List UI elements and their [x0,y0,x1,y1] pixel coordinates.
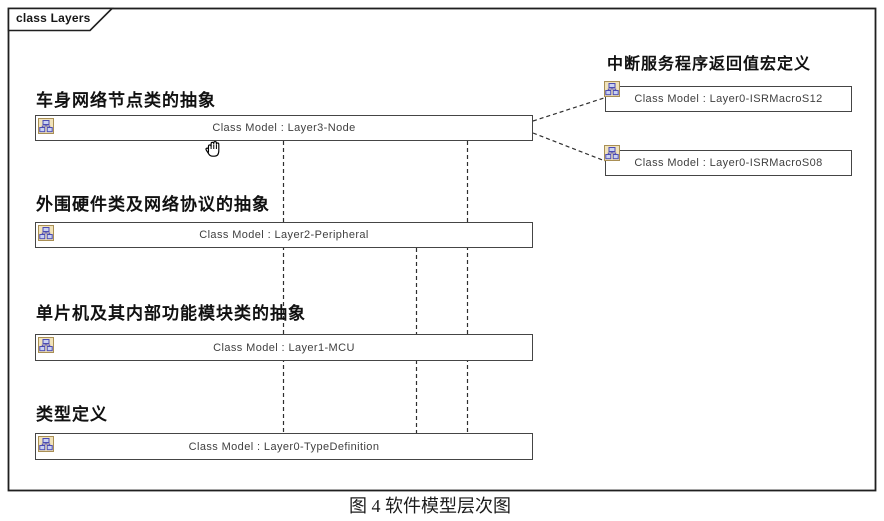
frame-tab [7,7,114,32]
class-box-layer3-node[interactable]: Class Model : Layer3-Node [35,115,533,141]
class-model-icon [38,225,54,241]
section-label-layer1: 单片机及其内部功能模块类的抽象 [36,304,306,323]
figure-caption: 图 4 软件模型层次图 [349,496,511,516]
class-box-layer0-typedefinition[interactable]: Class Model : Layer0-TypeDefinition [35,433,533,460]
class-box-label: Class Model : Layer2-Peripheral [199,229,369,241]
class-model-icon [38,118,54,134]
class-box-label: Class Model : Layer0-ISRMacroS12 [634,93,823,105]
section-label-isr-macros: 中断服务程序返回值宏定义 [607,56,812,73]
class-box-label: Class Model : Layer1-MCU [213,341,355,354]
dependency-line-isr-s08 [532,132,606,162]
diagram-frame [7,7,877,492]
section-label-layer0: 类型定义 [36,405,108,424]
class-model-icon [604,81,620,97]
class-box-layer0-isrmacros12[interactable]: Class Model : Layer0-ISRMacroS12 [604,81,852,112]
frame-label: class Layers [16,11,91,25]
dependency-line-isr-s12 [532,97,605,122]
class-box-layer2-peripheral[interactable]: Class Model : Layer2-Peripheral [35,222,533,248]
class-model-icon [38,436,54,452]
class-box-label: Class Model : Layer0-TypeDefinition [188,440,380,453]
hand-cursor-icon [201,136,225,160]
class-box-label: Class Model : Layer0-ISRMacroS08 [634,157,823,169]
class-box-layer0-isrmacros08[interactable]: Class Model : Layer0-ISRMacroS08 [604,145,852,176]
class-box-label: Class Model : Layer3-Node [212,122,356,134]
class-model-icon [604,145,620,161]
section-label-layer3: 车身网络节点类的抽象 [36,91,216,110]
class-box-layer1-mcu[interactable]: Class Model : Layer1-MCU [35,334,533,361]
section-label-layer2: 外围硬件类及网络协议的抽象 [36,195,270,214]
class-model-icon [38,337,54,353]
